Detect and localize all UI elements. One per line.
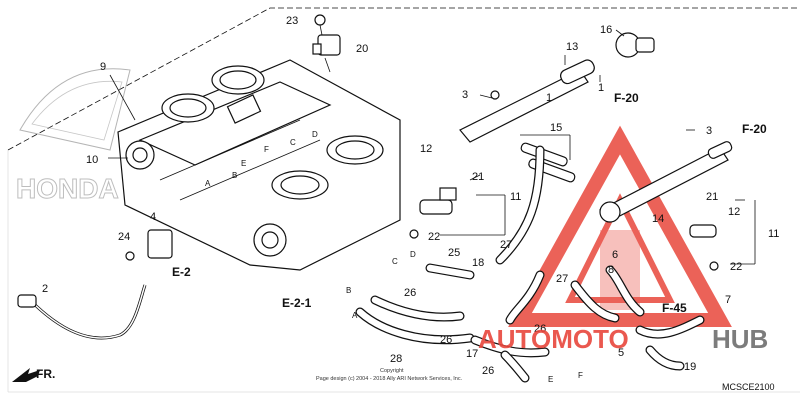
throttle-body-assembly xyxy=(117,59,401,271)
callout-12-left: 12 xyxy=(420,143,432,155)
callout-21-left: 21 xyxy=(472,171,484,183)
section-ref-e-2-1: E-2-1 xyxy=(282,296,312,310)
honda-brand-mark: HONDA xyxy=(16,68,131,205)
sensor-4 xyxy=(125,229,173,261)
letter-f-1: F xyxy=(264,145,269,154)
callout-3-left: 3 xyxy=(462,89,468,101)
copyright-line1: Copyright xyxy=(380,368,404,374)
callout-26-a: 26 xyxy=(404,287,416,299)
callout-4: 4 xyxy=(150,211,156,223)
callout-6: 6 xyxy=(612,249,618,261)
callout-19: 19 xyxy=(684,361,696,373)
pipes-15 xyxy=(520,142,576,183)
sensor-cable-2 xyxy=(17,284,147,340)
callout-1-right: 1 xyxy=(598,82,604,94)
callout-22-right: 22 xyxy=(730,261,742,273)
callout-24: 24 xyxy=(118,231,130,243)
callout-28: 28 xyxy=(390,353,402,365)
callout-12-right: 12 xyxy=(728,206,740,218)
injector-11-left xyxy=(409,187,457,239)
front-direction-arrow: FR. xyxy=(12,367,55,382)
letter-d-1: D xyxy=(312,130,318,139)
direction-label: FR. xyxy=(36,367,55,381)
callout-27-left: 27 xyxy=(500,239,512,251)
callout-10: 10 xyxy=(86,154,98,166)
callout-8: 8 xyxy=(608,264,614,276)
leader-lines xyxy=(108,29,756,265)
frame-outline-bottom xyxy=(7,150,800,393)
callout-15: 15 xyxy=(550,122,562,134)
letter-d-2: D xyxy=(410,250,416,259)
letter-c-2: C xyxy=(392,257,398,266)
pressure-regulator-16 xyxy=(615,32,655,58)
callout-1-left: 1 xyxy=(546,92,552,104)
callout-9: 9 xyxy=(100,61,106,73)
frame-ref-f-20-right: F-20 xyxy=(742,122,767,136)
callout-16: 16 xyxy=(600,24,612,36)
callout-18: 18 xyxy=(472,257,484,269)
callout-3-right: 3 xyxy=(706,125,712,137)
letter-a-1: A xyxy=(205,179,211,188)
callout-2: 2 xyxy=(42,283,48,295)
letter-e-1: E xyxy=(241,159,246,168)
frame-ref-f-45: F-45 xyxy=(662,301,687,315)
section-ref-e-2: E-2 xyxy=(172,265,191,279)
callout-17: 17 xyxy=(466,348,478,360)
watermark-hub: HUB xyxy=(712,324,768,354)
callout-numbers: 1 1 2 3 3 4 5 6 7 8 9 10 11 11 12 12 13 … xyxy=(42,15,779,377)
watermark-logo xyxy=(508,125,732,327)
callout-14: 14 xyxy=(652,213,664,225)
watermark-text: AUTOMOTO HUB xyxy=(478,324,768,354)
injector-11-right xyxy=(689,224,719,271)
letter-f-2: F xyxy=(578,371,583,380)
callout-21-right: 21 xyxy=(706,191,718,203)
copyright-line2: Page design (c) 2004 - 2018 Ally ARI Net… xyxy=(316,376,463,382)
callout-25: 25 xyxy=(448,247,460,259)
callout-20: 20 xyxy=(356,43,368,55)
letter-a-2: A xyxy=(352,311,358,320)
fuel-rail-14 xyxy=(599,141,733,223)
callout-22-left: 22 xyxy=(428,231,440,243)
callout-11-left: 11 xyxy=(510,191,521,203)
diagram-code: MCSCE2100 xyxy=(722,382,775,392)
callout-23: 23 xyxy=(286,15,298,27)
frame-ref-f-20-top: F-20 xyxy=(614,91,639,105)
callout-26-d: 26 xyxy=(482,365,494,377)
fuel-rail-13 xyxy=(459,59,595,143)
honda-brand-text: HONDA xyxy=(16,173,119,204)
frame-outline xyxy=(7,7,800,151)
hoses xyxy=(355,145,705,383)
connection-letters: A B C D E F A B C D E F xyxy=(205,130,583,384)
letter-b-1: B xyxy=(232,171,237,180)
callout-27-right: 27 xyxy=(556,273,568,285)
callout-7: 7 xyxy=(725,294,731,306)
letter-e-2: E xyxy=(548,375,553,384)
callout-13: 13 xyxy=(566,41,578,53)
watermark-auto: AUTOMOTO xyxy=(478,324,629,354)
sensor-connector-20 xyxy=(312,14,341,56)
callout-11-right: 11 xyxy=(768,228,779,240)
callout-26-c: 26 xyxy=(534,323,546,335)
callout-26-b: 26 xyxy=(440,334,452,346)
letter-b-2: B xyxy=(346,286,351,295)
letter-c-1: C xyxy=(290,138,296,147)
callout-5: 5 xyxy=(618,347,624,359)
